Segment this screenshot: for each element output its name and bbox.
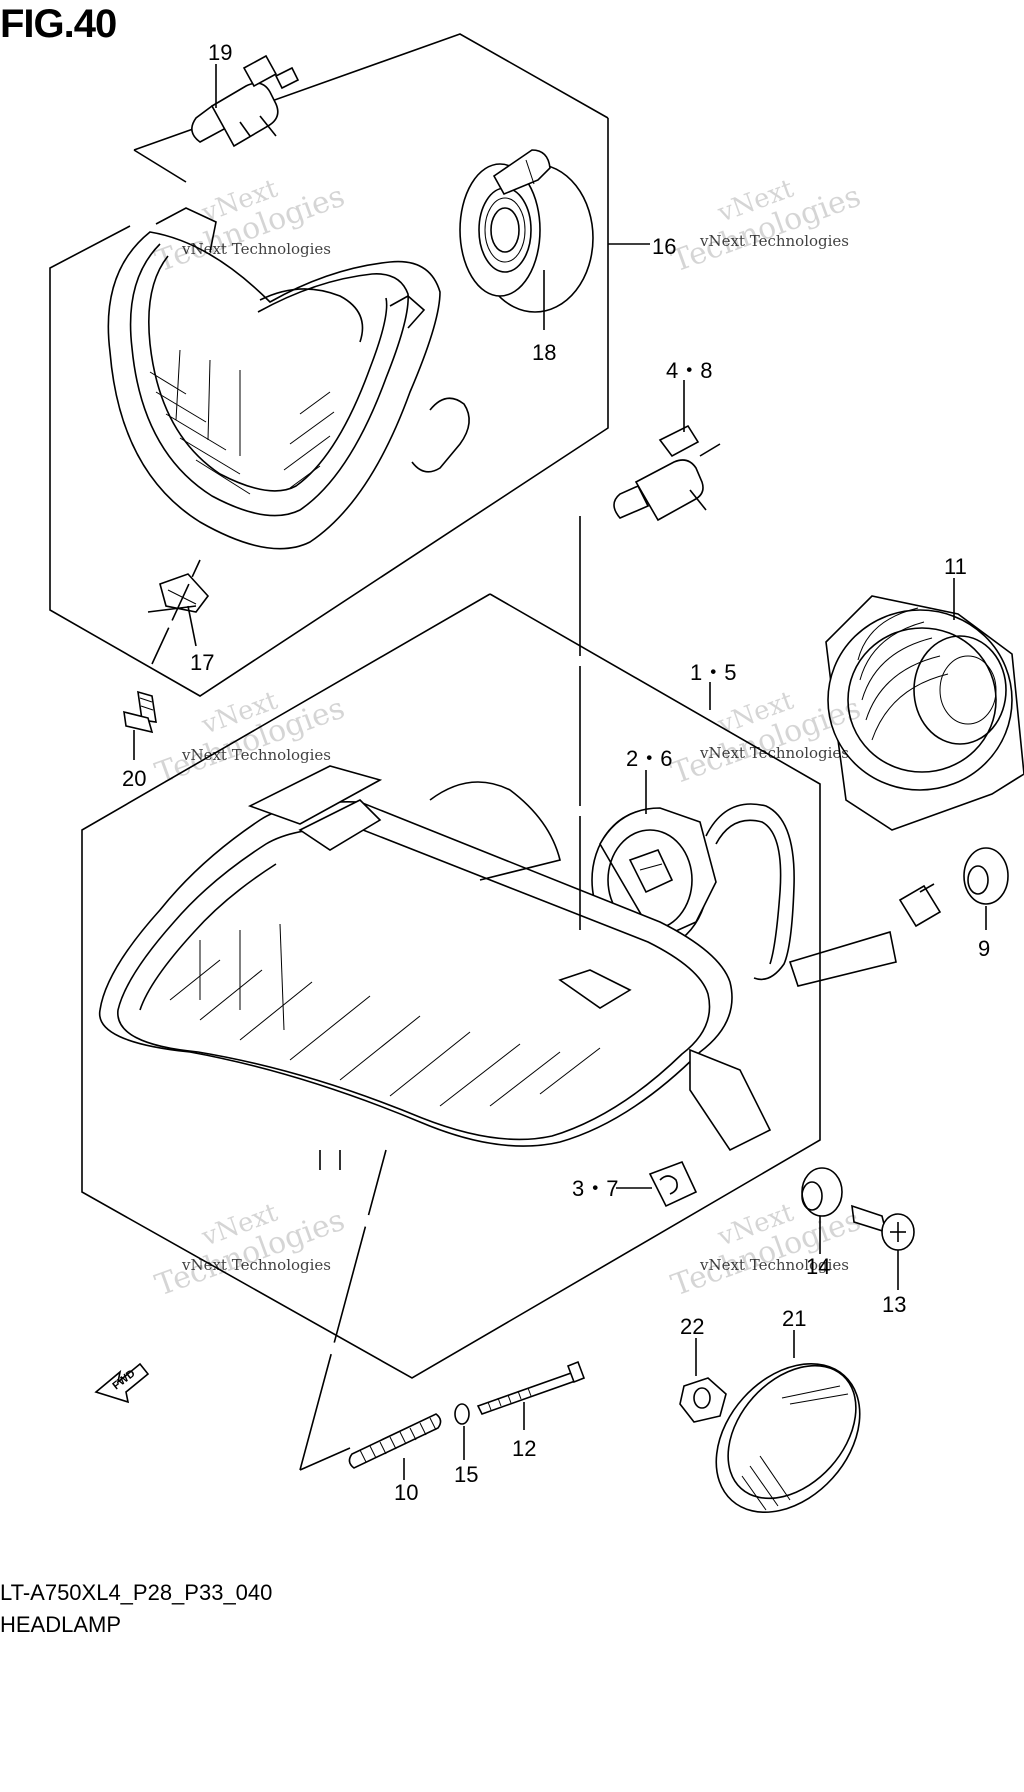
svg-text:vNext Technologies: vNext Technologies: [699, 232, 849, 250]
reflector-part-21: [715, 1362, 861, 1514]
callout-15: 15: [454, 1462, 478, 1487]
washer-part-15: [454, 1403, 470, 1425]
forward-direction-arrow: FWD: [94, 1362, 150, 1404]
callout-11: 11: [944, 554, 967, 579]
ring-housing-part-11: [825, 595, 1024, 831]
callout-labels: 19 16 18 4・8 11 17 1・5 20 2・6 9 3・7 14 1…: [122, 40, 990, 1505]
callout-21: 21: [782, 1306, 806, 1331]
screw-part-13: [851, 1204, 915, 1251]
callout-16: 16: [652, 234, 676, 259]
callout-9: 9: [978, 936, 990, 961]
svg-text:vNext Technologies: vNext Technologies: [181, 240, 331, 258]
socket-cover-part-16: [459, 149, 594, 313]
callout-4-8: 4・8: [666, 358, 712, 383]
callout-1-5: 1・5: [690, 660, 736, 685]
grommet-part-9: [963, 847, 1009, 905]
callout-10: 10: [394, 1480, 418, 1505]
callout-22: 22: [680, 1314, 704, 1339]
svg-text:vNext Technologies: vNext Technologies: [181, 746, 331, 764]
screw-part-20: [123, 690, 157, 734]
callout-12: 12: [512, 1436, 536, 1461]
callout-17: 17: [190, 650, 214, 675]
upper-headlamp-housing: [107, 207, 470, 550]
svg-text:vNext Technologies: vNext Technologies: [699, 1256, 849, 1274]
callout-13: 13: [882, 1292, 906, 1317]
bulb-part-4-8: [613, 424, 721, 522]
nut-part-22: [679, 1377, 727, 1423]
svg-text:vNext Technologies: vNext Technologies: [181, 1256, 331, 1274]
callout-20: 20: [122, 766, 146, 791]
bulb-part-19: [191, 54, 300, 148]
bracket-part-3-7: [648, 1160, 698, 1208]
figure-title: FIG.40: [0, 2, 117, 46]
svg-text:vNext Technologies: vNext Technologies: [699, 744, 849, 762]
callout-14: 14: [806, 1254, 830, 1279]
leader-lines: [133, 64, 987, 1480]
callout-2-6: 2・6: [626, 746, 672, 771]
section-name: HEADLAMP: [0, 1612, 122, 1637]
model-code: LT-A750XL4_P28_P33_040: [0, 1580, 273, 1605]
lower-assembly-frame: [81, 593, 821, 1379]
lower-headlamp-housing: [98, 765, 772, 1170]
callout-19: 19: [208, 40, 232, 65]
bolt-part-12: [476, 1360, 586, 1415]
bushing-part-14: [801, 1167, 843, 1217]
callout-3-7: 3・7: [572, 1176, 618, 1201]
spring-part-10: [348, 1413, 442, 1469]
callout-18: 18: [532, 340, 556, 365]
